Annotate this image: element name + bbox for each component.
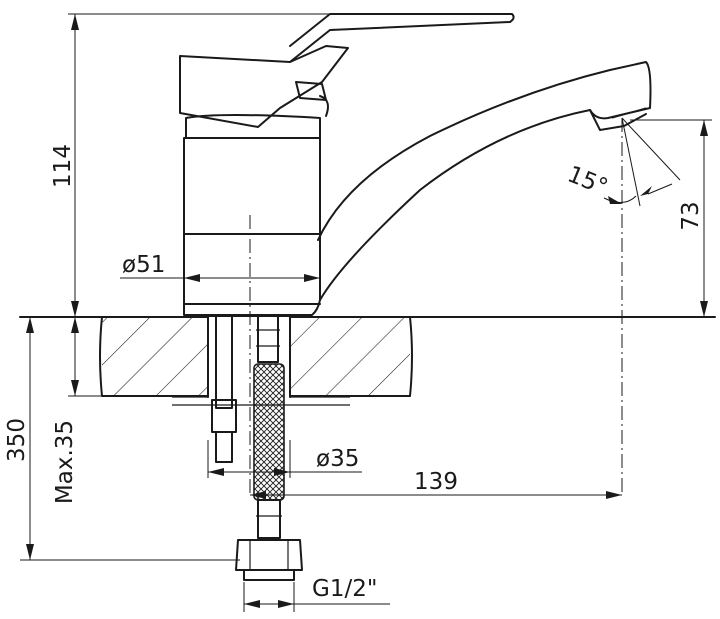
dimension-diameter-51: ø51 [120, 252, 320, 282]
dimension-max-35-label: Max.35 [52, 420, 78, 504]
dimension-thread-label: G1/2" [312, 576, 377, 602]
dimension-diameter-51-label: ø51 [122, 252, 165, 278]
connection-nut [235, 539, 303, 581]
dimension-diameter-35-label: ø35 [316, 446, 359, 472]
dimension-angle: 15° [564, 161, 673, 204]
flexible-hose [253, 315, 285, 539]
countertop-section [19, 316, 716, 406]
dimension-diameter-35: ø35 [208, 446, 362, 476]
faucet-spout [317, 61, 652, 301]
dimension-139: 139 [250, 469, 622, 499]
dimension-73: 73 [678, 120, 708, 317]
dimension-350: 350 [4, 317, 34, 560]
mounting-rod [211, 315, 237, 463]
dimension-thread: G1/2" [244, 576, 390, 608]
dimension-139-label: 139 [414, 469, 458, 495]
dimension-114-label: 114 [50, 144, 76, 188]
dimension-angle-label: 15° [564, 161, 612, 200]
extension-lines [20, 13, 712, 612]
dimension-max-35: Max.35 [52, 317, 79, 504]
dimension-350-label: 350 [4, 418, 30, 462]
faucet-body [183, 114, 321, 316]
dimension-114: 114 [50, 14, 79, 317]
faucet-lever [179, 13, 515, 128]
dimension-73-label: 73 [678, 201, 704, 230]
